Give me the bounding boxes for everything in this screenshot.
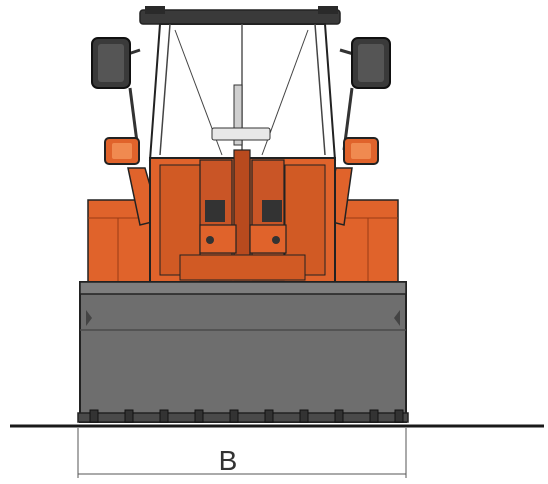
right-mirror <box>339 37 391 89</box>
loader-body <box>87 149 399 283</box>
cab <box>139 6 341 161</box>
bucket <box>77 281 409 423</box>
left-lamp <box>104 137 140 165</box>
dimension-label-b: B <box>218 445 238 476</box>
dimension-b <box>77 428 407 478</box>
right-lamp <box>343 137 379 165</box>
left-mirror <box>91 37 141 89</box>
